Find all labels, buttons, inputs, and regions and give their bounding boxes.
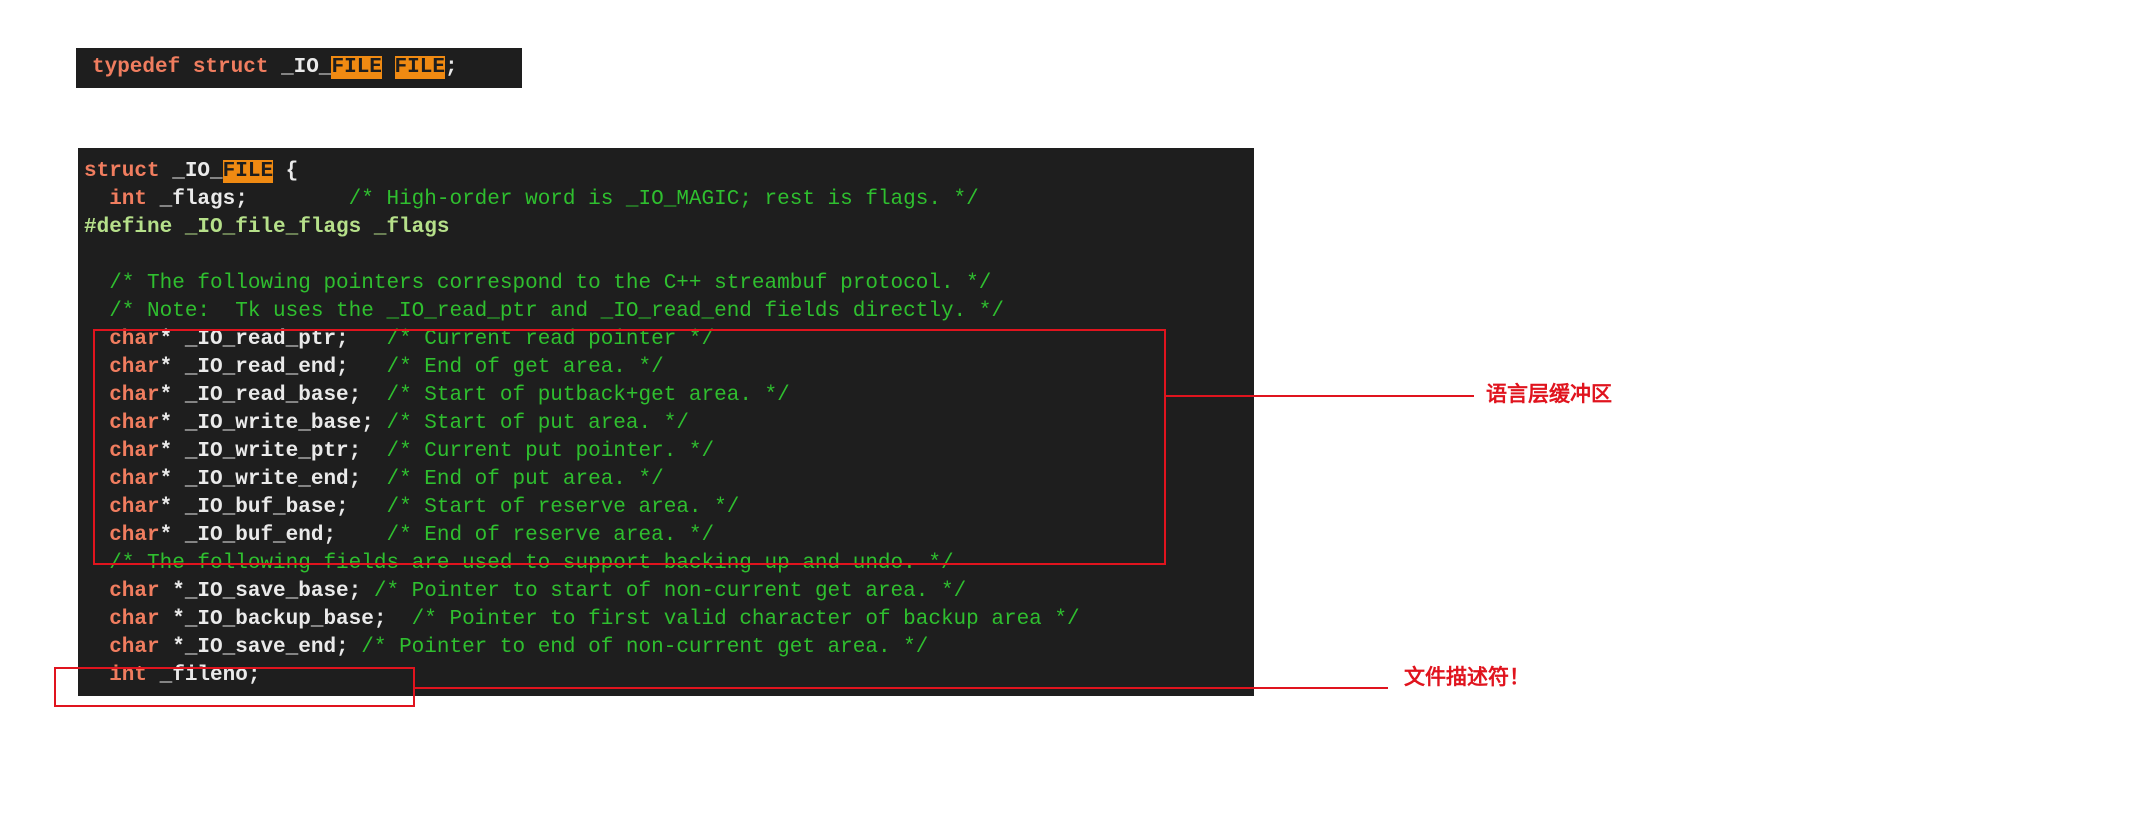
buffer-line: char* _IO_read_end; /* End of get area. … [84,354,664,382]
char-keyword: char [84,328,160,351]
buffer-line: char* _IO_buf_base; /* Start of reserve … [84,494,739,522]
field-ident: * _IO_read_ptr; [159,328,387,351]
field-ident: * _IO_write_ptr; [159,440,387,463]
field-ident: * _IO_buf_end; [159,524,387,547]
buffer-line: char* _IO_write_base; /* Start of put ar… [84,410,689,438]
buffer-line: char* _IO_write_end; /* End of put area.… [84,466,664,494]
char-keyword: char [84,412,160,435]
field-comment: /* End of reserve area. */ [386,524,715,547]
field-ident: * _IO_buf_base; [159,496,387,519]
int-keyword: int [84,188,148,211]
field-comment: /* Current read pointer */ [386,328,715,351]
buffer-line: char* _IO_buf_end; /* End of reserve are… [84,522,714,550]
file-highlight: FILE [222,160,274,183]
flags-line: int _flags; /* High-order word is _IO_MA… [84,186,979,214]
fileno-ident: _fileno; [147,664,261,687]
backup-line: char *_IO_backup_base; /* Pointer to fir… [84,606,1080,634]
fileno-line: int _fileno; [84,662,260,690]
field-ident: * _IO_write_base; [159,412,387,435]
fileno-annotation-label: 文件描述符！ [1404,665,1530,689]
char-keyword: char [84,468,160,491]
open-brace: { [273,160,299,183]
fileno-highlight-box [54,667,415,707]
flags-ident: _flags; [147,188,248,211]
buffer-connector-line [1166,395,1474,397]
char-keyword: char [84,356,160,379]
char-keyword: char [84,580,160,603]
field-ident: *_IO_save_end; [159,636,362,659]
buffer-line: char* _IO_read_base; /* Start of putback… [84,382,790,410]
field-comment: /* End of get area. */ [386,356,664,379]
flags-comment: /* High-order word is _IO_MAGIC; rest is… [247,188,979,211]
define-line: #define _IO_file_flags _flags [84,216,450,239]
io-prefix: _IO_ [281,56,332,79]
file-highlight: FILE [394,56,445,79]
buffer-line: char* _IO_read_ptr; /* Current read poin… [84,326,714,354]
char-keyword: char [84,440,160,463]
typedef-line: typedef struct _IO_FILE FILE; [92,54,458,82]
field-ident: * _IO_write_end; [159,468,387,491]
char-keyword: char [84,636,160,659]
field-comment: /* Pointer to start of non-current get a… [373,580,967,603]
struct-code-panel: struct _IO_FILE { int _flags; /* High-or… [78,148,1254,696]
int-keyword: int [84,664,148,687]
field-ident: *_IO_save_base; [159,580,374,603]
tk-note-comment: /* Note: Tk uses the _IO_read_ptr and _I… [84,300,1004,323]
field-ident: * _IO_read_base; [159,384,387,407]
buffer-annotation-label: 语言层缓冲区 [1486,382,1612,406]
char-keyword: char [84,524,160,547]
buffer-line: char* _IO_write_ptr; /* Current put poin… [84,438,714,466]
field-comment: /* Start of putback+get area. */ [386,384,790,407]
field-ident: * _IO_read_end; [159,356,387,379]
field-comment: /* Pointer to first valid character of b… [411,608,1080,631]
field-comment: /* Pointer to end of non-current get are… [361,636,929,659]
field-ident: *_IO_backup_base; [159,608,412,631]
backup-line: char *_IO_save_end; /* Pointer to end of… [84,634,928,662]
char-keyword: char [84,496,160,519]
streambuf-comment: /* The following pointers correspond to … [84,272,992,295]
field-comment: /* End of put area. */ [386,468,664,491]
backup-line: char *_IO_save_base; /* Pointer to start… [84,578,966,606]
semicolon: ; [444,56,458,79]
field-comment: /* Current put pointer. */ [386,440,715,463]
struct-decl-line: struct _IO_FILE { [84,158,298,186]
struct-keyword: struct [84,160,160,183]
io-prefix: _IO_ [159,160,223,183]
file-highlight: FILE [331,56,382,79]
buffer-fields-highlight-box [93,329,1166,565]
typedef-keyword: typedef [92,56,181,79]
struct-keyword: struct [192,56,269,79]
char-keyword: char [84,384,160,407]
typedef-snippet-panel: typedef struct _IO_FILE FILE; [76,48,522,88]
field-comment: /* Start of put area. */ [386,412,689,435]
char-keyword: char [84,608,160,631]
field-comment: /* Start of reserve area. */ [386,496,740,519]
fileno-connector-line [415,687,1388,689]
